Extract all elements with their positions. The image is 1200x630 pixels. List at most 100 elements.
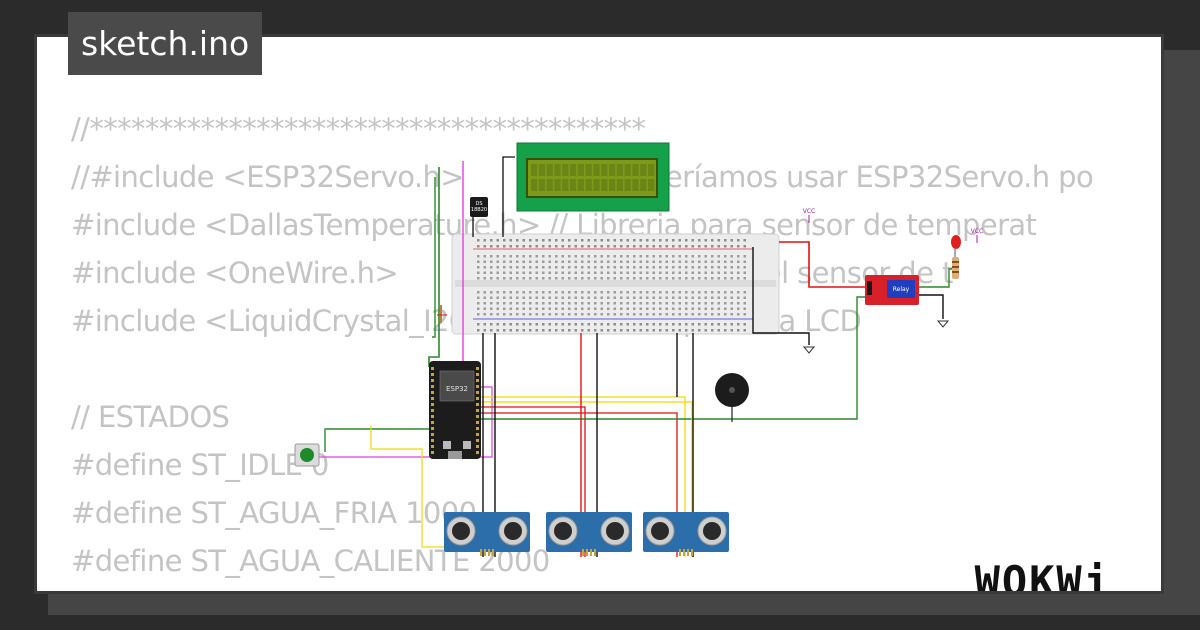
breadboard-hole [509,255,512,258]
breadboard-hole [581,239,584,242]
breadboard-hole [503,255,506,258]
breadboard-hole [672,313,675,316]
breadboard-hole [548,266,551,269]
resistor-band [952,261,959,263]
breadboard-hole [633,313,636,316]
wokwi-logo[interactable]: WOKWi [974,557,1111,594]
breadboard-hole [496,302,499,305]
breadboard-hole [730,323,733,326]
breadboard-hole [698,313,701,316]
breadboard-hole [626,255,629,258]
breadboard-hole [743,323,746,326]
breadboard-hole [587,307,590,310]
breadboard-hole [535,277,538,280]
breadboard-hole [503,239,506,242]
wire [370,425,457,548]
breadboard-hole [652,302,655,305]
ultrasonic-pin [683,549,685,556]
breadboard-hole [613,291,616,294]
breadboard-hole [685,277,688,280]
breadboard-hole [659,291,662,294]
breadboard-hole [698,277,701,280]
breadboard-hole [691,313,694,316]
breadboard-hole [633,291,636,294]
breadboard-hole [587,245,590,248]
breadboard-hole [568,323,571,326]
breadboard-hole [691,291,694,294]
code-line: // ESTADOS [71,400,230,434]
breadboard-hole [568,271,571,274]
lcd-cell [624,164,631,176]
breadboard-hole [542,323,545,326]
lcd-cell [640,164,647,176]
breadboard-hole [581,302,584,305]
breadboard-hole [574,266,577,269]
breadboard-hole [639,302,642,305]
breadboard-hole [574,277,577,280]
breadboard-hole [607,307,610,310]
lcd-cell [570,164,577,176]
breadboard-hole [620,313,623,316]
breadboard-hole [574,291,577,294]
breadboard-hole [574,245,577,248]
breadboard-hole [581,260,584,263]
breadboard-hole [529,239,532,242]
breadboard-hole [678,291,681,294]
breadboard-hole [581,296,584,299]
breadboard-hole [529,260,532,263]
breadboard-hole [516,329,519,332]
breadboard-hole [600,255,603,258]
breadboard-hole [691,307,694,310]
breadboard-hole [542,302,545,305]
ultrasonic-pin [590,549,592,556]
breadboard-hole [522,329,525,332]
breadboard-hole [704,245,707,248]
breadboard-hole [477,239,480,242]
breadboard-hole [626,313,629,316]
breadboard-hole [646,329,649,332]
breadboard-hole [678,313,681,316]
breadboard-hole [620,260,623,263]
breadboard-hole [652,313,655,316]
breadboard-hole [600,245,603,248]
breadboard-hole [659,245,662,248]
breadboard-hole [548,260,551,263]
breadboard-hole [685,260,688,263]
breadboard-hole [516,313,519,316]
breadboard-hole [685,245,688,248]
breadboard-hole [724,271,727,274]
breadboard-hole [717,291,720,294]
breadboard-hole [477,307,480,310]
breadboard-hole [522,307,525,310]
breadboard-hole [672,296,675,299]
breadboard-hole [672,329,675,332]
breadboard-hole [672,323,675,326]
wire [779,241,869,288]
breadboard-hole [704,239,707,242]
breadboard-hole [665,291,668,294]
breadboard-hole [626,291,629,294]
lcd-cell [616,179,623,191]
breadboard-hole [665,271,668,274]
breadboard-hole [561,307,564,310]
breadboard-hole [730,313,733,316]
breadboard-hole [568,329,571,332]
breadboard-hole [548,307,551,310]
esp32-pin [476,409,479,412]
breadboard-hole [678,296,681,299]
breadboard-hole [594,266,597,269]
breadboard-hole [496,307,499,310]
preview-card[interactable]: //**************************************… [34,34,1164,594]
breadboard-hole [542,255,545,258]
breadboard-hole [626,277,629,280]
breadboard-hole [691,260,694,263]
breadboard-hole [659,271,662,274]
wire [324,428,429,452]
breadboard-hole [587,239,590,242]
breadboard-hole [743,277,746,280]
buzzer-hole [729,387,735,393]
breadboard-hole [620,239,623,242]
lcd-cell [632,164,639,176]
breadboard-hole [743,313,746,316]
